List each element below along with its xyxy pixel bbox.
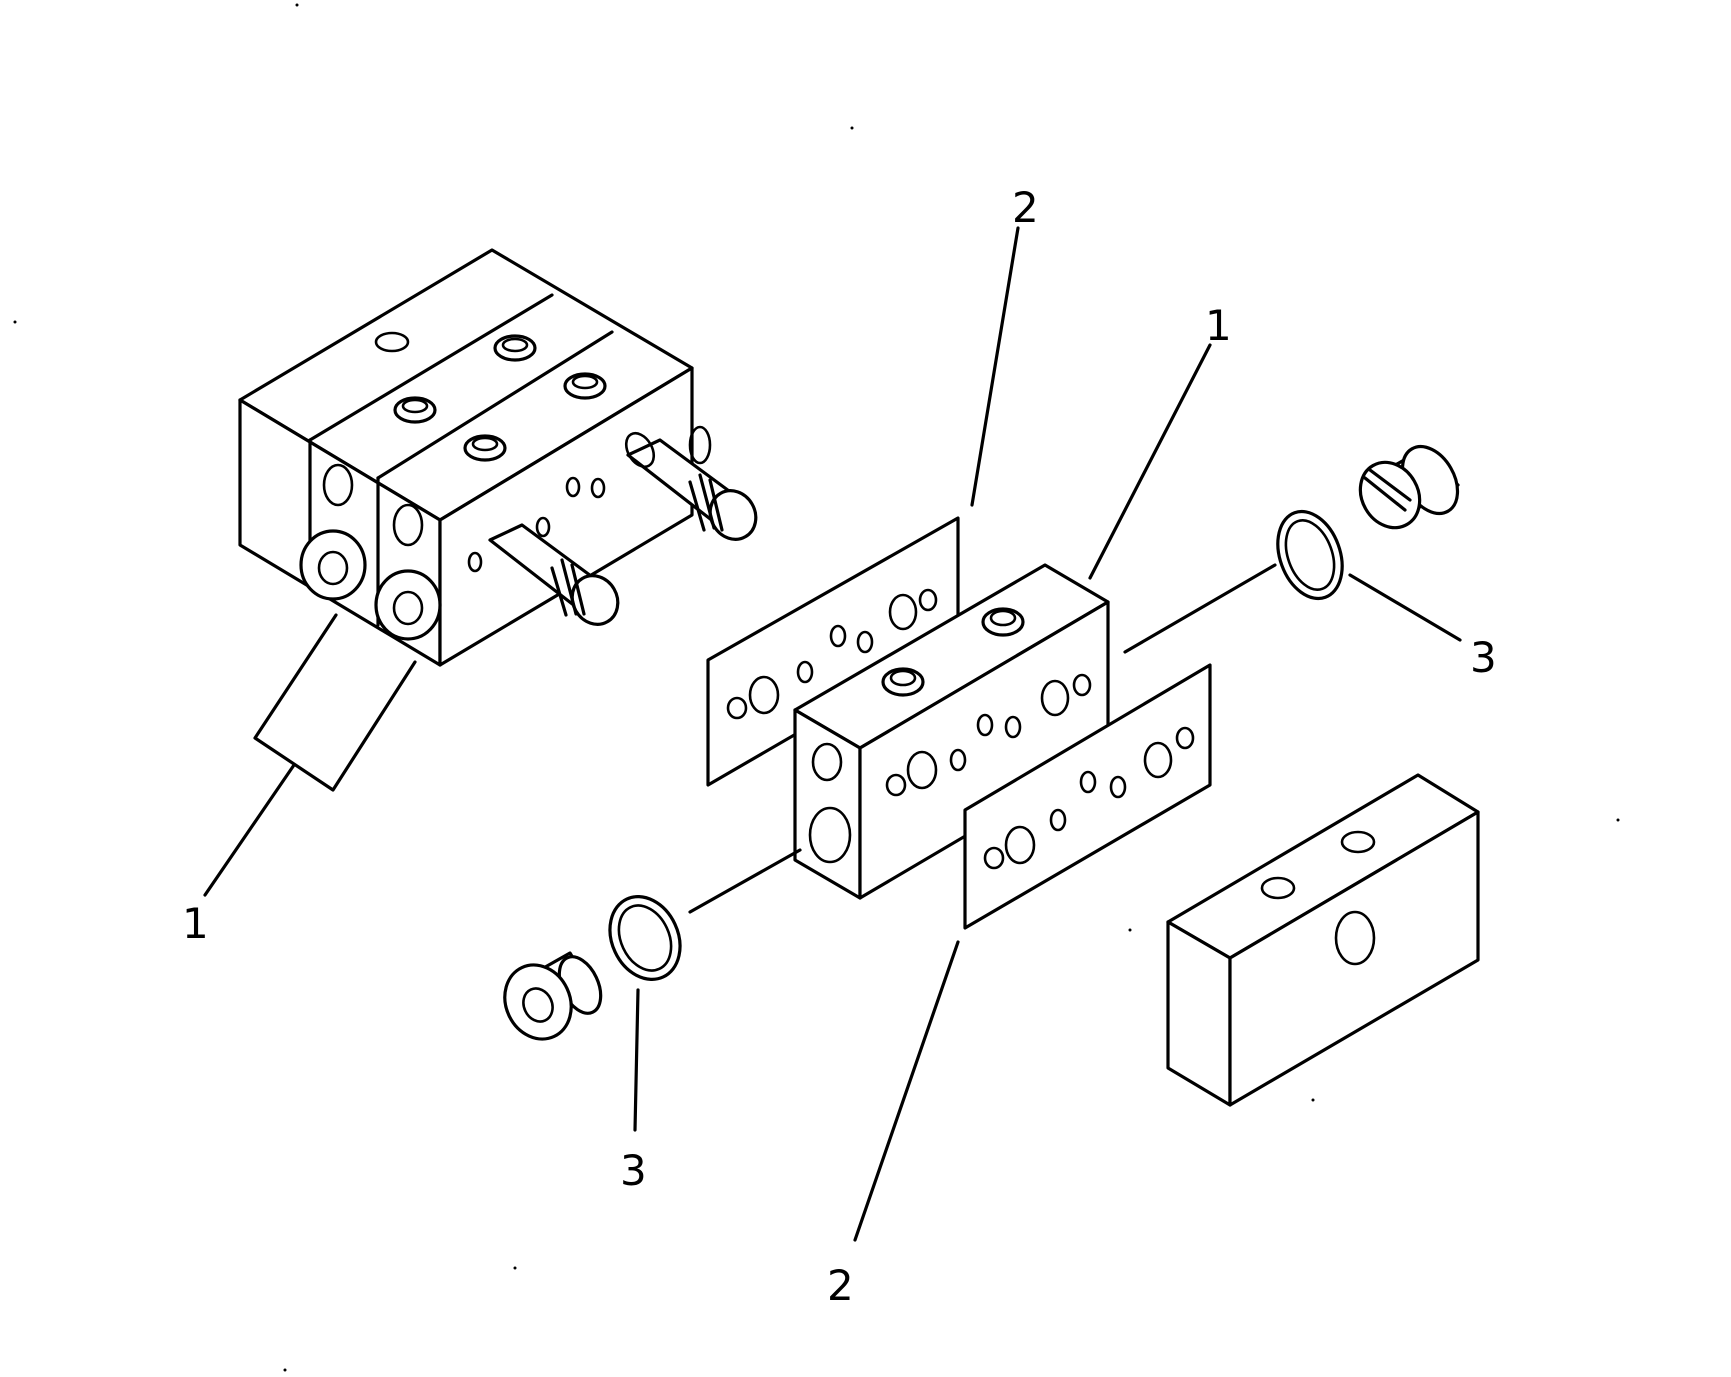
- speck: [1128, 928, 1132, 932]
- callout-leader: [1348, 573, 1462, 642]
- o-ring: [608, 895, 682, 981]
- spool: [488, 523, 620, 626]
- speck: [13, 320, 17, 324]
- gasket-plate: [963, 663, 1212, 930]
- callout-c1-right: 1: [1205, 301, 1232, 350]
- callout-c1-left: 1: [182, 899, 209, 948]
- callout-c3-left: 3: [620, 1146, 647, 1195]
- valve-section: [793, 563, 1110, 900]
- plug: [1358, 444, 1460, 530]
- plug: [503, 951, 603, 1041]
- callout-leader: [203, 613, 417, 897]
- top-fitting: [881, 667, 925, 697]
- callout-leader: [1088, 343, 1212, 580]
- callout-c2-top: 2: [1012, 183, 1039, 232]
- callout-c2-bottom: 2: [827, 1261, 854, 1310]
- assembled-valve-block: [238, 248, 758, 667]
- port-fitting: [374, 569, 442, 641]
- callout-c3-right: 3: [1470, 633, 1497, 682]
- end-cover-block: [1166, 773, 1480, 1107]
- port-fitting: [299, 529, 367, 601]
- o-ring: [1276, 509, 1344, 601]
- speck: [295, 3, 299, 7]
- top-fitting: [981, 607, 1025, 637]
- callout-leader: [688, 848, 802, 914]
- top-fitting: [563, 372, 607, 400]
- speck: [1616, 818, 1620, 822]
- callout-leader: [1123, 563, 1277, 654]
- callout-leader: [970, 226, 1020, 507]
- callout-leader: [853, 940, 960, 1242]
- top-fitting: [493, 334, 537, 362]
- spool: [624, 431, 758, 541]
- speck: [513, 1266, 517, 1270]
- top-fitting: [463, 434, 507, 462]
- top-fitting: [393, 396, 437, 424]
- speck: [283, 1368, 287, 1372]
- callout-leader: [633, 988, 640, 1132]
- speck: [850, 126, 854, 130]
- speck: [1311, 1098, 1315, 1102]
